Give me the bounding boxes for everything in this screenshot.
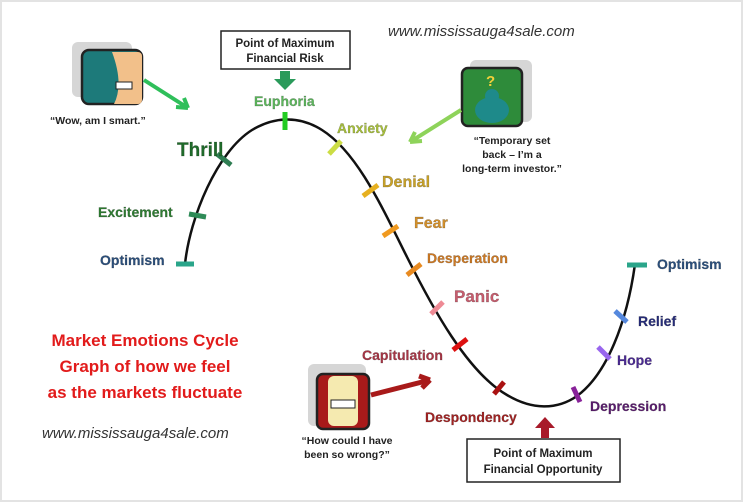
stage-label-desperation: Desperation [427,250,508,266]
stage-label-optimism: Optimism [100,252,165,268]
quote-setback-line-2: back – I’m a [482,149,542,161]
tick-panic [429,300,445,316]
quote-setback-line-3: long-term investor.” [462,163,562,175]
tick-relief [613,309,629,324]
stage-label-denial: Denial [382,174,430,191]
green-pointer-arrow-icon [142,78,190,110]
stage-label-hope: Hope [617,352,652,368]
up-arrow-icon [535,417,555,438]
tick-excitement [188,211,207,220]
max-risk-line-1: Point of Maximum [235,38,334,50]
tick-capitulation [451,337,469,352]
stage-label-excitement: Excitement [98,204,173,220]
title-line-2: Graph of how we feel [60,357,231,376]
tick-anxiety [327,139,343,156]
stage-label-capitulation: Capitulation [362,347,443,363]
title-line-1: Market Emotions Cycle [51,331,238,350]
tick-despondency [492,380,506,396]
stage-label-panic: Panic [454,287,499,306]
quote-setback-line-1: “Temporary set [474,135,551,147]
max-opportunity-box [466,438,621,483]
stage-ticks [176,112,647,404]
quote-wrong-line-1: “How could I have [301,435,392,447]
down-arrow-icon [274,71,296,90]
svg-text:?: ? [486,73,495,90]
website-url-top: www.mississauga4sale.com [388,23,575,40]
stage-label-euphoria: Euphoria [254,93,315,109]
stage-label-depression: Depression [590,398,666,414]
stage-label-fear: Fear [414,215,448,232]
stage-label-thrill: Thrill [177,140,223,161]
max-risk-line-2: Financial Risk [246,53,324,65]
stage-label-optimism-right: Optimism [657,256,722,272]
max-opportunity-line-2: Financial Opportunity [484,464,603,476]
tick-fear [381,223,400,239]
max-opportunity-line-1: Point of Maximum [493,448,592,460]
stage-label-anxiety: Anxiety [337,120,388,136]
max-risk-box [220,30,351,70]
smug-face-icon [72,42,144,106]
tick-desperation [405,262,423,277]
title-line-3: as the markets fluctuate [48,383,243,402]
tick-thrill [215,152,233,167]
confused-investor-icon: ? [460,60,532,128]
stage-label-relief: Relief [638,313,676,329]
red-pointer-arrow-icon [370,373,432,398]
stage-label-despondency: Despondency [425,409,517,425]
tick-hope [596,345,612,361]
quote-wrong-line-2: been so wrong?” [304,449,390,461]
distressed-face-icon [308,364,371,431]
quote-wow-am-i-smart: “Wow, am I smart.” [50,115,146,127]
tick-denial [361,182,380,199]
website-url-bottom: www.mississauga4sale.com [42,425,229,442]
tick-depression [570,385,583,404]
light-green-pointer-arrow-icon [408,108,463,144]
emotion-curve [183,118,637,408]
